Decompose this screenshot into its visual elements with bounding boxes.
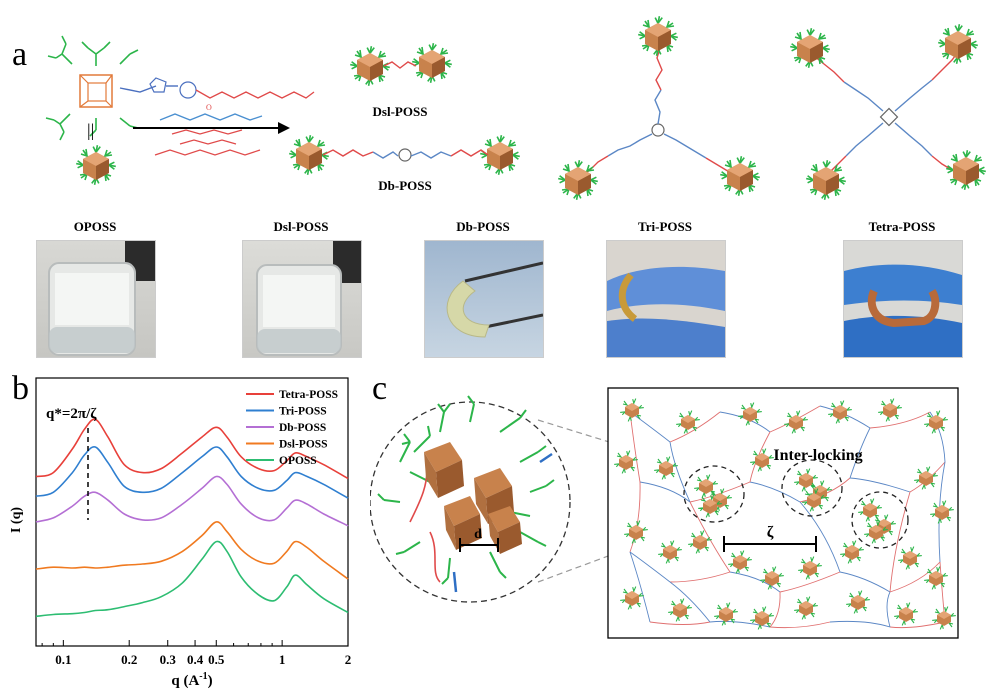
network-link (629, 551, 651, 623)
network-link (639, 481, 691, 503)
network-link (709, 620, 771, 628)
series-line-tri-poss (35, 445, 349, 499)
tetra-poss-structure (788, 22, 988, 202)
network-link (669, 571, 731, 583)
photo-tri-poss-sample (606, 240, 726, 358)
interlock-ring-1 (683, 465, 745, 523)
network-link (889, 491, 911, 593)
x-tick-label: 2 (345, 652, 352, 667)
panel-letter-a: a (12, 36, 28, 73)
reagent-linker-red (171, 129, 243, 135)
network-link (769, 621, 831, 629)
x-ticks: 0.1 0.2 0.3 0.4 0.5 1 2 (41, 640, 352, 667)
network-link (769, 591, 781, 628)
db-poss-cube-right (478, 133, 522, 177)
network-link (629, 551, 671, 583)
network-link (649, 621, 711, 625)
network-link (839, 571, 891, 593)
reagent-linker-red-2 (179, 139, 237, 145)
legend: Tetra-POSS Tri-POSS Db-POSS Dsl-POSS OPOSS (246, 389, 338, 467)
x-tick-label: 0.3 (160, 652, 177, 667)
network-box (607, 387, 959, 639)
photo-label-dsl-poss: Dsl-POSS (273, 219, 329, 234)
photo-label-tetra-poss: Tetra-POSS (868, 219, 936, 234)
oposs-cartoon (74, 143, 118, 187)
network-schematic: d Inter-locking ζ (370, 387, 959, 639)
x-axis-label: q (A-1) (171, 671, 212, 689)
network-link (889, 561, 941, 593)
network-link (869, 411, 931, 429)
peak-annotation: q*=2π/ζ (46, 406, 97, 422)
network-link (849, 477, 911, 493)
network-link (799, 501, 841, 573)
svg-text:O: O (206, 103, 212, 112)
photo-label-tri-poss: Tri-POSS (638, 219, 692, 234)
reagent-linker-red-3 (154, 149, 261, 156)
synthesis-scheme: O || Dsl-POSS Db-POSS (45, 0, 1000, 215)
equals-sign: || (87, 120, 94, 140)
interlocking-label: Inter-locking (773, 447, 862, 464)
interlock-ring-3 (851, 491, 909, 549)
photo-label-db-poss: Db-POSS (456, 219, 510, 234)
reaction-arrowhead (278, 122, 290, 134)
photo-db-poss-sample (424, 240, 544, 358)
x-tick-label: 0.5 (208, 652, 225, 667)
x-tick-label: 0.1 (55, 652, 71, 667)
network-link (849, 427, 871, 479)
dsl-poss-linker (383, 61, 417, 69)
interlock-ring-2 (781, 459, 843, 517)
network-link (669, 581, 711, 623)
y-axis-label: I (q) (9, 507, 24, 533)
reagent-linker-blue (159, 113, 263, 121)
network-link (829, 620, 891, 628)
series-line-oposs (35, 540, 349, 618)
network-link (729, 571, 781, 593)
network-link (689, 481, 751, 503)
photo-dsl-poss-vial (242, 240, 362, 358)
legend-label: OPOSS (279, 455, 317, 467)
x-tick-label: 0.2 (121, 652, 137, 667)
zeta-label: ζ (767, 524, 774, 541)
photo-oposs-vial (36, 240, 156, 358)
legend-label: Dsl-POSS (279, 439, 328, 451)
panel-letter-b: b (12, 370, 29, 407)
dsl-poss-label: Dsl-POSS (373, 104, 428, 119)
x-tick-label: 1 (279, 652, 286, 667)
legend-label: Db-POSS (279, 422, 326, 434)
tri-poss-structure (556, 14, 762, 202)
x-tick-label: 0.4 (187, 652, 204, 667)
network-link (779, 571, 841, 593)
network-link (629, 481, 641, 553)
network-link (929, 411, 946, 463)
network-link (886, 591, 891, 628)
legend-label: Tri-POSS (279, 406, 327, 418)
saxs-chart: 0.1 0.2 0.3 0.4 0.5 1 2 q*=2π/ζ Tetra-POSS Tri-… (9, 377, 352, 689)
series-line-dsl-poss (35, 521, 349, 580)
legend-label: Tetra-POSS (279, 389, 338, 401)
zoom-cluster: d (377, 395, 555, 593)
network-link (669, 441, 691, 503)
db-poss-label: Db-POSS (378, 178, 431, 193)
series-lines (35, 418, 349, 618)
oposs-structure: O (45, 35, 315, 141)
photo-label-oposs: OPOSS (73, 219, 117, 234)
panel-letter-c: c (372, 370, 388, 407)
photo-tetra-poss-sample (843, 240, 963, 358)
network-link (799, 477, 851, 503)
dsl-poss-cube-right (410, 41, 454, 85)
network-link (749, 481, 801, 503)
series-line-tetra-poss (35, 418, 349, 480)
d-label: d (474, 527, 482, 542)
